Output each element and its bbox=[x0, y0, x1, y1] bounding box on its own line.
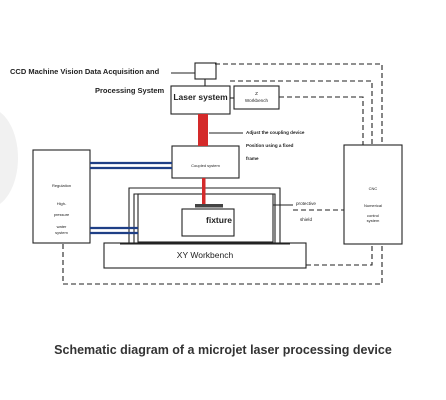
xy-workbench-label: XY Workbench bbox=[176, 250, 234, 260]
coupled-system-label: Coupled system bbox=[191, 163, 220, 168]
adjust-label-line3: frame bbox=[246, 156, 259, 161]
cnc-label-line1: CNC bbox=[368, 186, 378, 191]
laser-system-label: Laser system bbox=[173, 92, 228, 102]
ccd-label-line2: Processing System bbox=[95, 86, 165, 95]
figure-caption: Schematic diagram of a microjet laser pr… bbox=[54, 343, 392, 357]
regulation-box bbox=[32, 149, 91, 244]
nozzle bbox=[195, 204, 223, 208]
protective-label-line1: protective bbox=[296, 201, 316, 206]
z-workbench-label-line1: Z bbox=[255, 91, 258, 96]
xy-workbench-box bbox=[103, 242, 307, 269]
cnc-box bbox=[343, 144, 403, 245]
laser-beam bbox=[198, 114, 208, 146]
cnc-label-line4: system bbox=[366, 218, 380, 223]
regulation-label-line3: pressure bbox=[53, 212, 70, 217]
adjust-label-line1: Adjust the coupling device bbox=[246, 130, 305, 135]
fixture-box bbox=[181, 208, 235, 237]
z-workbench-label-line2: Workbench bbox=[244, 98, 269, 103]
cnc-label-line2: Numerical bbox=[363, 203, 382, 208]
laser-to-cnc-dashed-line bbox=[230, 80, 373, 145]
zwork-to-cnc-dashed-line bbox=[279, 96, 364, 145]
xy-to-cnc-dashed-line bbox=[306, 244, 373, 266]
regulation-to-cnc-dashed-line bbox=[62, 244, 383, 285]
cnc-label-line3: control bbox=[366, 213, 379, 218]
regulation-label-line4: water bbox=[56, 224, 67, 229]
regulation-label-line1: Regulation bbox=[51, 183, 72, 188]
ccd-label-line1: CCD Machine Vision Data Acquisition and bbox=[10, 67, 160, 76]
protective-label-line2: shield bbox=[300, 217, 313, 222]
laser-beam-lower bbox=[202, 178, 206, 206]
adjust-label-line2: Position using a fixed bbox=[246, 143, 294, 148]
regulation-label-line5: system bbox=[55, 230, 68, 235]
ccd-box bbox=[194, 62, 217, 80]
regulation-label-line2: High- bbox=[56, 201, 67, 206]
decorative-arc bbox=[0, 108, 18, 208]
coupled-system-box bbox=[171, 145, 240, 179]
fixture-label: fixture bbox=[206, 215, 232, 225]
ccd-to-cnc-dashed-line bbox=[215, 63, 383, 145]
